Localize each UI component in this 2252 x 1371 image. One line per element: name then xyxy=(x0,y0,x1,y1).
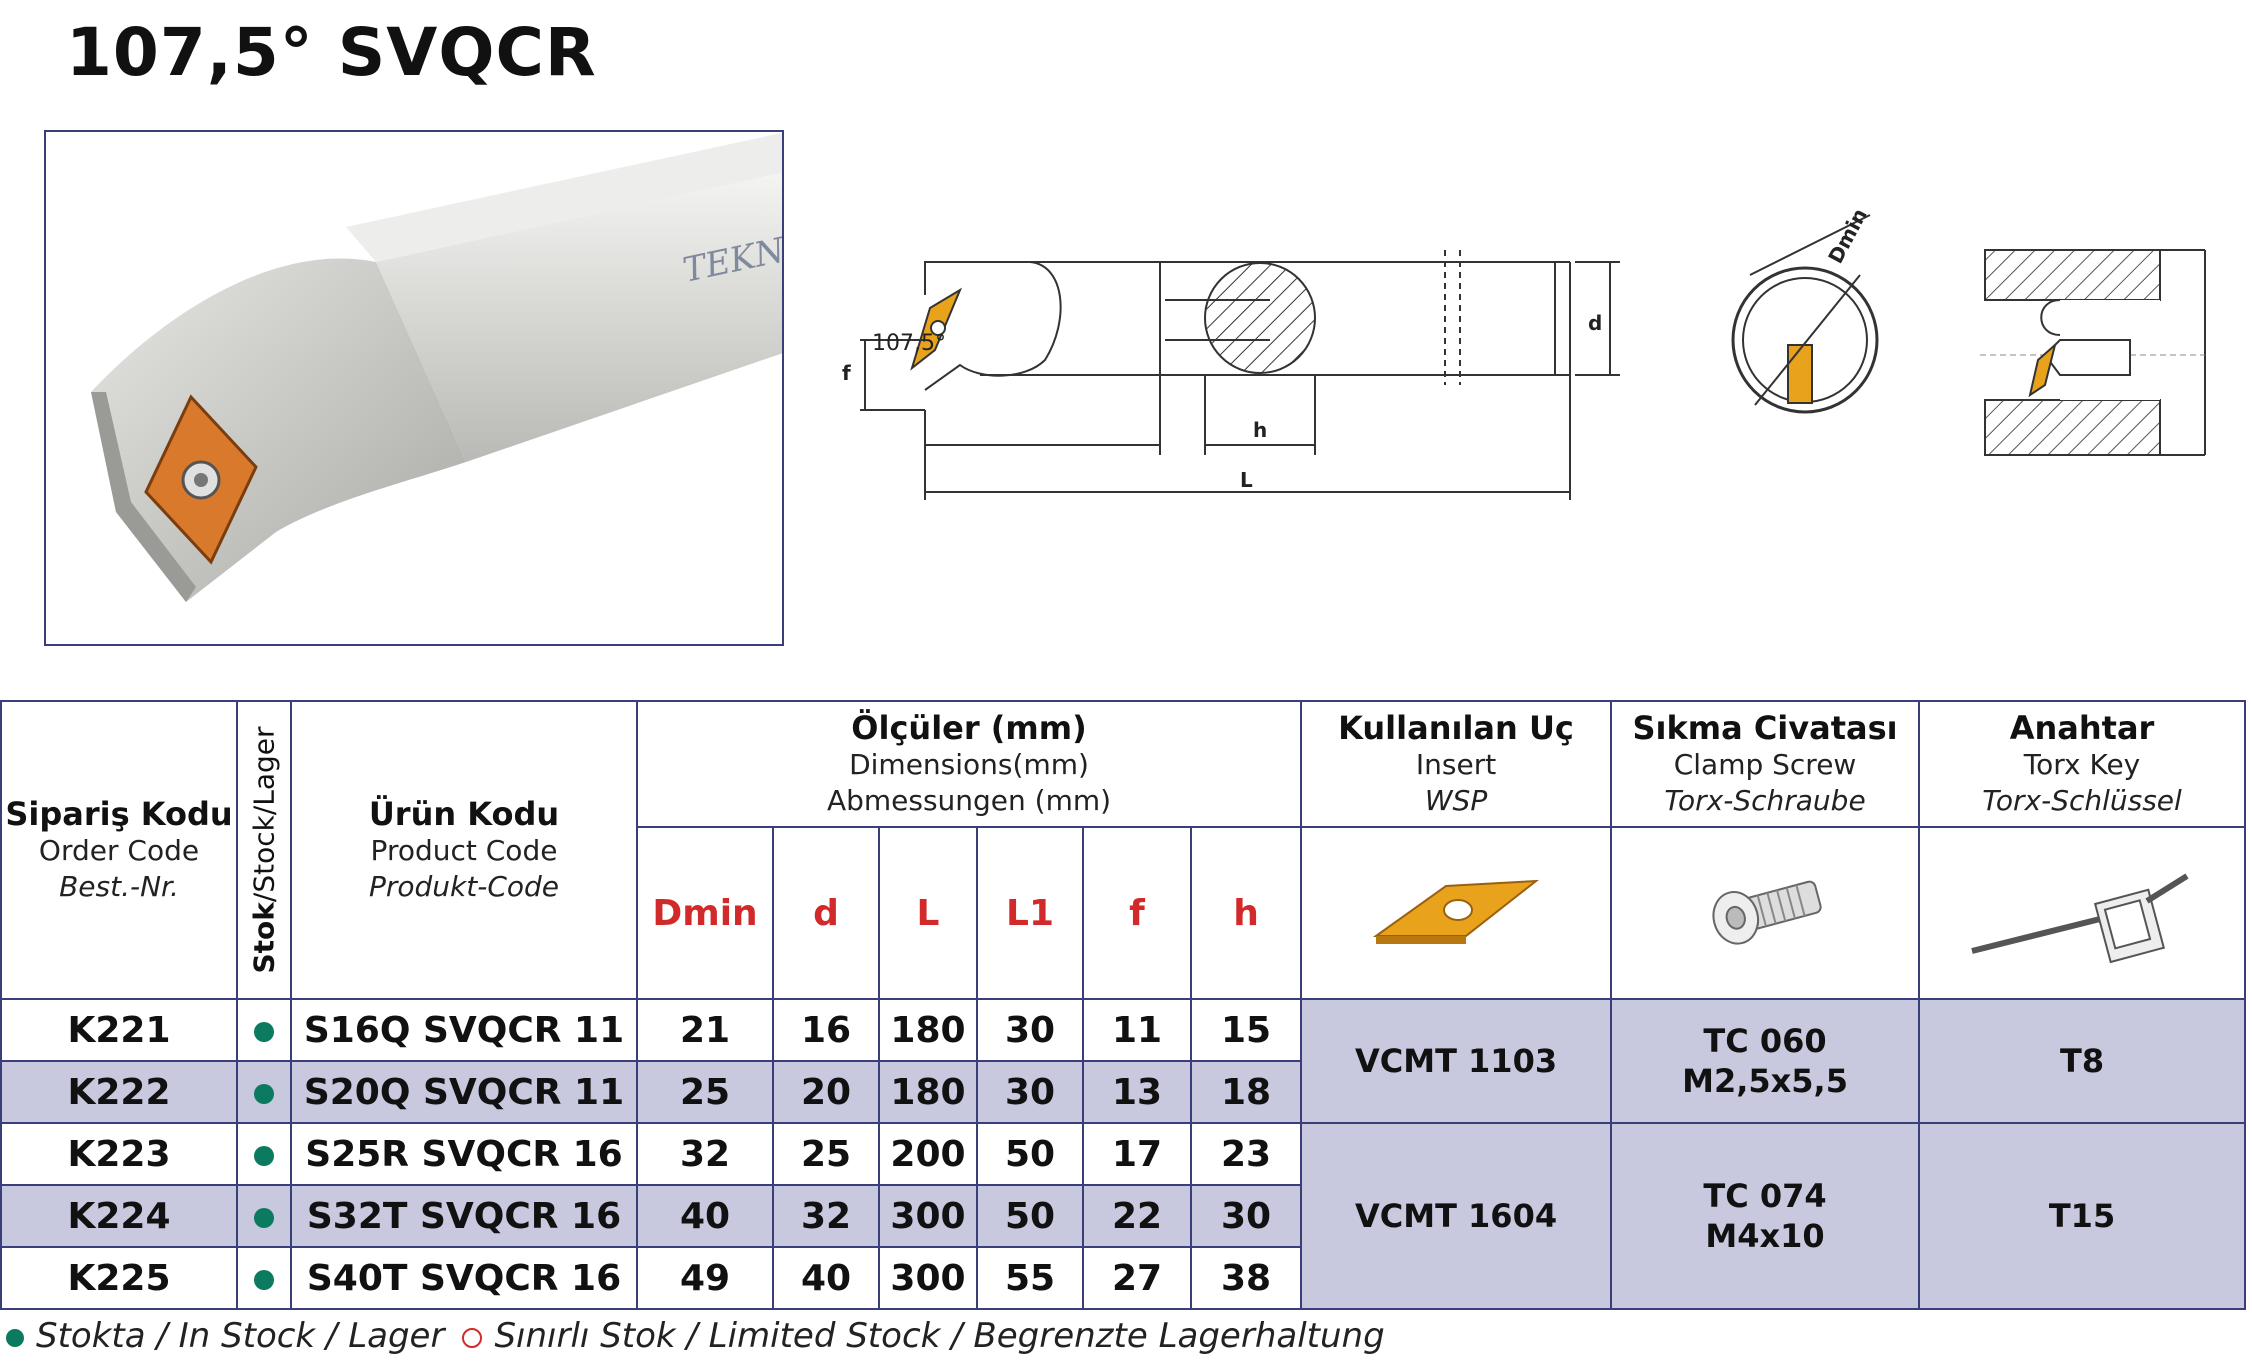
dim-dmin: 25 xyxy=(636,1060,774,1124)
dim-f: 17 xyxy=(1082,1122,1192,1186)
stock-indicator xyxy=(236,1246,292,1310)
limited-stock-icon xyxy=(462,1327,483,1348)
dim-l1: 55 xyxy=(976,1246,1084,1310)
dim-l1: 50 xyxy=(976,1122,1084,1186)
torx-key-value: T8 xyxy=(1918,998,2247,1124)
dim-l: 300 xyxy=(878,1246,978,1310)
product-photo: TEKNİK xyxy=(44,130,784,646)
insert-image xyxy=(1300,826,1613,1000)
order-code: K223 xyxy=(0,1122,238,1186)
torx-key-value: T15 xyxy=(1918,1122,2247,1310)
clamp-screw-header: Sıkma Civatası Clamp Screw Torx-Schraube xyxy=(1610,700,1921,828)
dim-h: 38 xyxy=(1189,1246,1303,1310)
dim-l: 180 xyxy=(878,998,978,1062)
workpiece-view xyxy=(1980,245,2210,479)
dim-h: 30 xyxy=(1189,1184,1303,1248)
in-stock-icon xyxy=(254,1083,274,1104)
product-code: S16Q SVQCR 11 xyxy=(290,998,638,1062)
dim-l: 180 xyxy=(878,1060,978,1124)
clamp-screw-image xyxy=(1610,826,1921,1000)
clamp-screw-value: TC 060 M2,5x5,5 xyxy=(1610,998,1921,1124)
stock-legend: Stokta / In Stock / Lager Sınırlı Stok / … xyxy=(6,1316,1385,1356)
table-row: K225 S40T SVQCR 16 49 40 300 55 27 38 xyxy=(0,1246,2245,1310)
table-row: K221 S16Q SVQCR 11 21 16 180 30 11 15 VC… xyxy=(0,998,2247,1124)
angle-label: 107,5° xyxy=(872,331,946,356)
dim-l1: 50 xyxy=(976,1184,1084,1248)
dim-h-label: h xyxy=(1253,418,1267,442)
table-row: K224 S32T SVQCR 16 40 32 300 50 22 30 xyxy=(0,1184,2245,1248)
dim-d: 40 xyxy=(772,1246,880,1310)
in-stock-icon xyxy=(254,1021,274,1042)
product-code: S25R SVQCR 16 xyxy=(290,1122,638,1186)
in-stock-icon xyxy=(254,1145,274,1166)
dim-d: 32 xyxy=(772,1184,880,1248)
col-l1: L1 xyxy=(976,826,1084,1000)
legend-in-stock: Stokta / In Stock / Lager xyxy=(36,1316,445,1356)
dim-d: 25 xyxy=(772,1122,880,1186)
col-l: L xyxy=(878,826,978,1000)
insert-value: VCMT 1103 xyxy=(1300,998,1613,1124)
product-code-header: Ürün Kodu Product Code Produkt-Code xyxy=(290,700,638,1000)
dim-l-label: L xyxy=(1240,468,1253,492)
stock-indicator xyxy=(236,1122,292,1186)
dim-l1: 30 xyxy=(976,998,1084,1062)
dim-l: 200 xyxy=(878,1122,978,1186)
dim-dmin: 40 xyxy=(636,1184,774,1248)
col-f: f xyxy=(1082,826,1192,1000)
in-stock-icon xyxy=(254,1269,274,1290)
order-code: K222 xyxy=(0,1060,238,1124)
dim-f: 13 xyxy=(1082,1060,1192,1124)
dim-l: 300 xyxy=(878,1184,978,1248)
insert-header: Kullanılan Uç Insert WSP xyxy=(1300,700,1613,828)
stock-header: Stok/Stock/Lager xyxy=(236,700,292,1000)
stock-indicator xyxy=(236,1184,292,1248)
dim-f-label: f xyxy=(842,361,851,385)
product-code: S32T SVQCR 16 xyxy=(290,1184,638,1248)
dim-l1: 30 xyxy=(976,1060,1084,1124)
col-d: d xyxy=(772,826,880,1000)
page-title: 107,5° SVQCR xyxy=(66,14,597,91)
order-code: K224 xyxy=(0,1184,238,1248)
dmin-label: Dmin xyxy=(1823,204,1872,267)
section-view-dmin: Dmin xyxy=(1710,195,1900,429)
clamp-screw-value: TC 074 M4x10 xyxy=(1610,1122,1921,1310)
col-dmin: Dmin xyxy=(636,826,774,1000)
torx-key-image xyxy=(1918,826,2247,1000)
stock-indicator xyxy=(236,998,292,1062)
legend-limited-stock: Sınırlı Stok / Limited Stock / Begrenzte… xyxy=(494,1316,1385,1356)
in-stock-icon xyxy=(254,1207,274,1228)
torx-key-header: Anahtar Torx Key Torx-Schlüssel xyxy=(1918,700,2247,828)
dim-f: 11 xyxy=(1082,998,1192,1062)
table-row: K223 S25R SVQCR 16 32 25 200 50 17 23 VC… xyxy=(0,1122,2247,1310)
dim-dmin: 21 xyxy=(636,998,774,1062)
order-code-header: Sipariş Kodu Order Code Best.-Nr. xyxy=(0,700,238,1000)
col-h: h xyxy=(1189,826,1303,1000)
dim-d-label: d xyxy=(1588,311,1602,335)
dim-dmin: 49 xyxy=(636,1246,774,1310)
dim-f: 22 xyxy=(1082,1184,1192,1248)
order-code: K221 xyxy=(0,998,238,1062)
dim-h: 18 xyxy=(1189,1060,1303,1124)
dim-d: 20 xyxy=(772,1060,880,1124)
spec-table: Sipariş Kodu Order Code Best.-Nr. Stok/S… xyxy=(0,700,2247,1310)
dimensions-header: Ölçüler (mm) Dimensions(mm) Abmessungen … xyxy=(635,700,1303,828)
dim-dmin: 32 xyxy=(636,1122,774,1186)
tool-dimension-drawing: 107,5° f d h L xyxy=(830,190,1630,514)
in-stock-icon xyxy=(6,1328,24,1347)
dim-d: 16 xyxy=(772,998,880,1062)
product-code: S20Q SVQCR 11 xyxy=(290,1060,638,1124)
dim-h: 15 xyxy=(1189,998,1303,1062)
stock-indicator xyxy=(236,1060,292,1124)
dim-h: 23 xyxy=(1189,1122,1303,1186)
dim-f: 27 xyxy=(1082,1246,1192,1310)
order-code: K225 xyxy=(0,1246,238,1310)
insert-value: VCMT 1604 xyxy=(1300,1122,1613,1310)
table-row: K222 S20Q SVQCR 11 25 20 180 30 13 18 xyxy=(0,1060,2245,1124)
product-code: S40T SVQCR 16 xyxy=(290,1246,638,1310)
